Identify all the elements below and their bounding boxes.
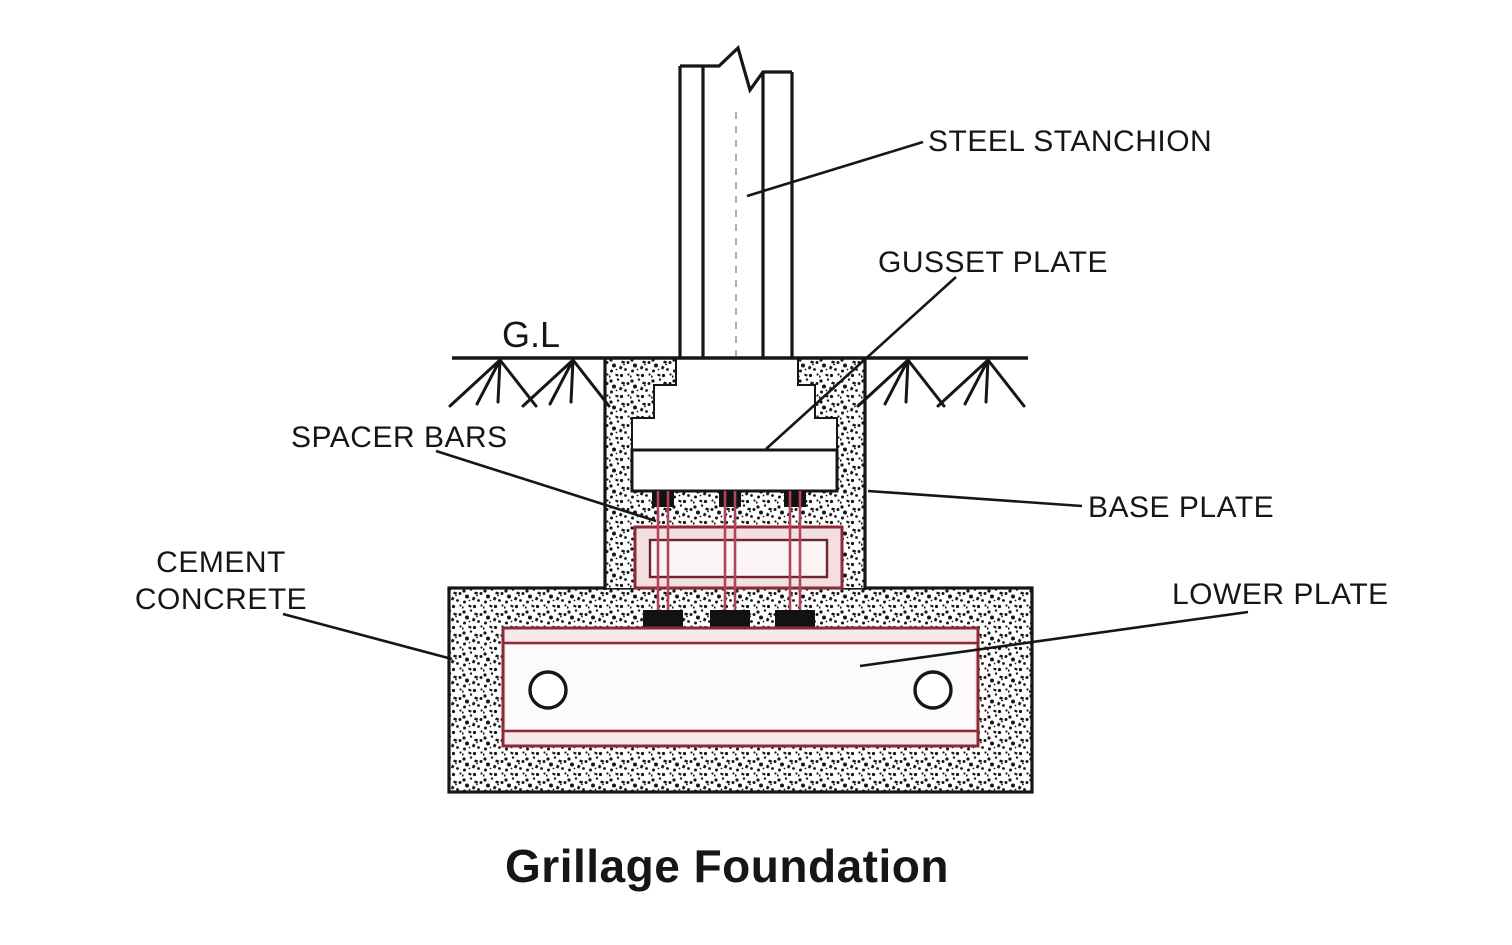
label-steel-stanchion: STEEL STANCHION: [928, 125, 1212, 158]
label-ground-level: G.L: [502, 314, 560, 355]
bolt-holes: [528, 670, 953, 710]
leader-gusset-plate: [765, 276, 957, 450]
spacer-bolts: [656, 491, 802, 628]
leader-steel-stanchion: [746, 140, 924, 198]
break-symbol: [680, 45, 792, 94]
diagram-title: Grillage Foundation: [505, 840, 949, 892]
label-spacer-bars: SPACER BARS: [291, 421, 508, 454]
upper-grillage-beam: [633, 525, 844, 590]
leader-cement-concrete: [282, 612, 453, 661]
label-lower-plate: LOWER PLATE: [1172, 578, 1389, 611]
label-cement-concrete-line1: CEMENT: [156, 546, 286, 579]
lower-plate-shape: [501, 626, 980, 748]
steel-stanchion: [678, 45, 794, 357]
leader-spacer-bars: [435, 449, 657, 523]
leader-base-plate: [867, 489, 1083, 508]
base-plate-shape: [630, 448, 839, 493]
lower-packing-pads: [643, 610, 815, 628]
leader-lower-plate: [859, 610, 1249, 668]
label-base-plate: BASE PLATE: [1088, 491, 1274, 524]
label-gusset-plate: GUSSET PLATE: [878, 246, 1108, 279]
label-cement-concrete-line2: CONCRETE: [135, 583, 307, 616]
